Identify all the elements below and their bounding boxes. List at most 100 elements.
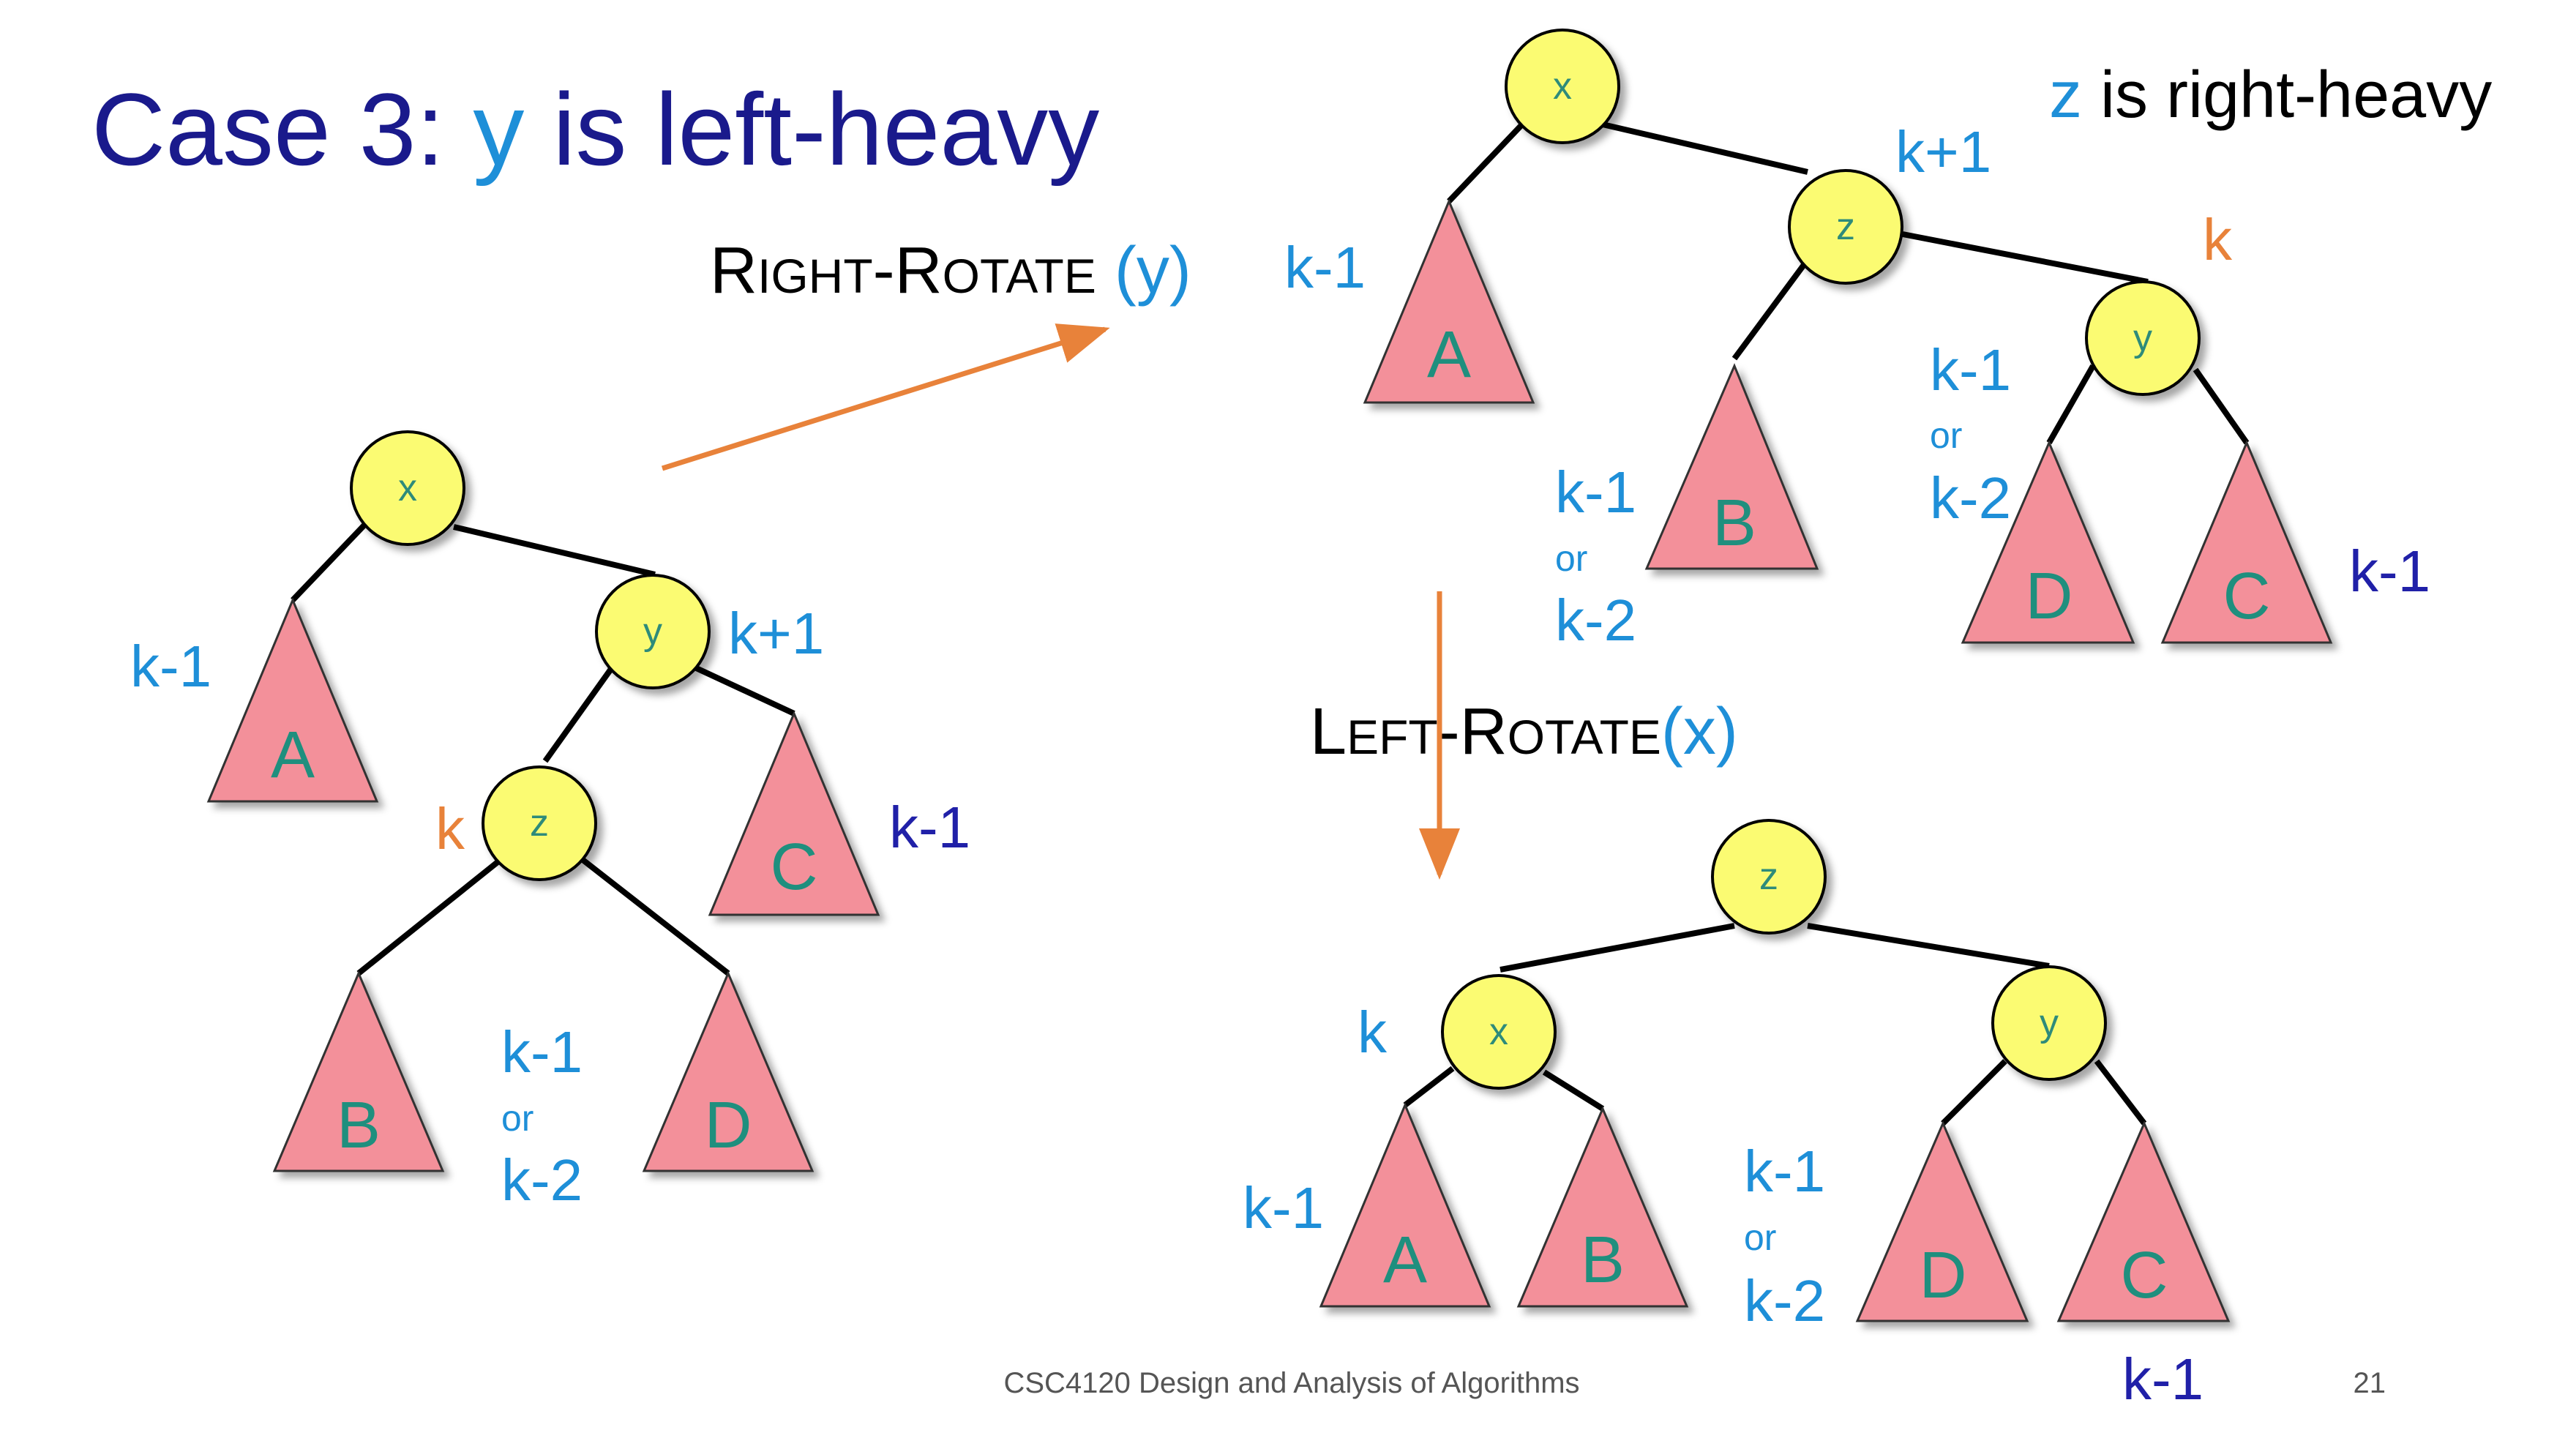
tree1-subtree-B: B xyxy=(272,970,445,1172)
tree2-subtree-C: C xyxy=(2160,440,2333,644)
tree3-ann-mid-or: or xyxy=(1744,1217,1776,1258)
tree3-edge-y-C xyxy=(2094,1059,2147,1126)
tree3-edge-x-A xyxy=(1403,1066,1455,1108)
tree2-node-x: x xyxy=(1505,29,1620,144)
op2-small1: EFT xyxy=(1347,710,1438,764)
tree3-subtree-B: B xyxy=(1516,1106,1689,1308)
tree2-ann-D-2: k-2 xyxy=(1930,465,2011,531)
tree2-ann-A: k-1 xyxy=(1284,235,1366,300)
tree2-label-D: D xyxy=(2026,560,2073,633)
tree3-ann-mid-1: k-1 xyxy=(1744,1139,1825,1204)
tree3-node-x-label: x xyxy=(1489,1011,1508,1053)
tree1-ann-BD-1: k-1 xyxy=(501,1019,583,1085)
tree1-node-x: x xyxy=(350,430,465,546)
tree2-edge-x-z xyxy=(1602,121,1808,175)
tree3-node-z: z xyxy=(1711,819,1827,935)
tree-2: A B D C x z y k-1 k+1 k k-1 or k- xyxy=(1284,29,2430,653)
tree2-edge-z-y xyxy=(1902,231,2149,285)
tree2-node-y-label: y xyxy=(2133,317,2152,359)
subtitle-suffix: is right-heavy xyxy=(2082,59,2492,132)
tree3-label-A: A xyxy=(1383,1224,1427,1297)
tree1-edge-x-A xyxy=(291,517,372,602)
tree2-edge-x-A xyxy=(1447,122,1524,203)
tree3-ann-x: k xyxy=(1358,1000,1388,1065)
tree3-edge-z-y xyxy=(1807,923,2050,969)
tree1-ann-z: k xyxy=(435,796,465,861)
tree3-ann-C: k-1 xyxy=(2122,1347,2204,1412)
tree3-node-x: x xyxy=(1441,974,1557,1090)
op2-small2: OTATE xyxy=(1508,710,1661,764)
tree1-label-B: B xyxy=(337,1089,381,1162)
tree3-node-y-label: y xyxy=(2040,1002,2059,1044)
tree3-ann-A: k-1 xyxy=(1243,1175,1324,1240)
tree3-edge-z-x xyxy=(1499,923,1735,973)
tree1-edge-z-D xyxy=(576,853,730,976)
tree1-ann-BD-or: or xyxy=(501,1098,533,1139)
tree1-ann-y: k+1 xyxy=(728,601,824,666)
footer-course: CSC4120 Design and Analysis of Algorithm… xyxy=(1003,1367,1579,1399)
op1-small2: OTATE xyxy=(943,249,1096,303)
op-right-rotate: RIGHT-ROTATE (y) xyxy=(710,234,1191,307)
tree1-subtree-D: D xyxy=(642,970,815,1172)
tree3-edge-y-D xyxy=(1941,1059,2007,1126)
tree2-subtree-D: D xyxy=(1961,440,2135,644)
op2-big2: R xyxy=(1460,695,1508,768)
tree3-node-y: y xyxy=(1991,965,2107,1081)
op2-arg: (x) xyxy=(1661,695,1738,768)
tree3-ann-mid-2: k-2 xyxy=(1744,1268,1825,1333)
tree2-ann-z: k+1 xyxy=(1895,119,1991,184)
tree1-ann-BD-2: k-2 xyxy=(501,1147,583,1213)
op1-dash: - xyxy=(873,234,895,307)
tree3-label-C: C xyxy=(2121,1239,2168,1312)
tree1-subtree-A: A xyxy=(206,597,379,803)
tree2-node-y: y xyxy=(2085,280,2201,396)
right-rotate-arrow xyxy=(661,323,1110,471)
tree3-node-z-label: z xyxy=(1759,855,1778,898)
op2-big1: L xyxy=(1310,695,1347,768)
tree1-ann-C: k-1 xyxy=(889,795,970,860)
tree3-label-D: D xyxy=(1920,1239,1967,1312)
tree2-ann-B-or: or xyxy=(1555,538,1587,579)
tree1-node-z-label: z xyxy=(530,802,549,845)
tree3-subtree-D: D xyxy=(1855,1120,2029,1322)
tree3-label-B: B xyxy=(1581,1224,1625,1297)
tree1-label-D: D xyxy=(705,1089,752,1162)
op1-small1: IGHT xyxy=(757,249,873,303)
tree1-node-z: z xyxy=(482,765,597,881)
tree2-ann-B-1: k-1 xyxy=(1555,460,1636,525)
tree1-edge-y-C xyxy=(690,663,795,716)
title-suffix: is left-heavy xyxy=(524,72,1099,187)
op-left-rotate: LEFT-ROTATE(x) xyxy=(1310,695,1738,768)
tree2-edge-z-B xyxy=(1731,258,1811,361)
tree2-label-C: C xyxy=(2223,560,2271,633)
page-title: Case 3: y is left-heavy xyxy=(91,72,1099,187)
subtitle-var: z xyxy=(2049,59,2082,132)
title-var: y xyxy=(473,72,524,187)
tree2-subtree-B: B xyxy=(1644,363,1819,570)
tree2-ann-D-1: k-1 xyxy=(1930,337,2011,402)
tree2-node-z: z xyxy=(1788,169,1903,285)
tree2-edge-y-C xyxy=(2193,367,2250,445)
tree1-label-A: A xyxy=(271,719,315,792)
footer-page-number: 21 xyxy=(2354,1367,2386,1399)
tree3-subtree-C: C xyxy=(2056,1120,2231,1322)
tree1-edge-z-B xyxy=(356,853,507,976)
tree1-edge-y-z xyxy=(542,656,621,763)
tree2-label-B: B xyxy=(1712,487,1756,560)
tree2-label-A: A xyxy=(1427,318,1471,392)
tree1-edge-x-y xyxy=(453,524,656,577)
tree2-node-x-label: x xyxy=(1553,65,1572,108)
tree2-edge-y-D xyxy=(2046,364,2096,444)
op1-arg: (y) xyxy=(1096,234,1191,307)
tree2-subtree-A: A xyxy=(1363,198,1535,404)
tree2-ann-C: k-1 xyxy=(2349,539,2430,604)
tree2-ann-D-or: or xyxy=(1930,415,1962,456)
tree1-ann-A: k-1 xyxy=(130,634,211,699)
tree2-ann-B-2: k-2 xyxy=(1555,588,1636,653)
subtitle-right: z is right-heavy xyxy=(2049,59,2492,132)
tree3-edge-x-B xyxy=(1542,1069,1605,1112)
tree2-ann-y: k xyxy=(2203,207,2233,272)
tree-1: A C B D x y z k-1 k+1 k k-1 xyxy=(130,430,970,1213)
tree3-subtree-A: A xyxy=(1319,1102,1491,1308)
